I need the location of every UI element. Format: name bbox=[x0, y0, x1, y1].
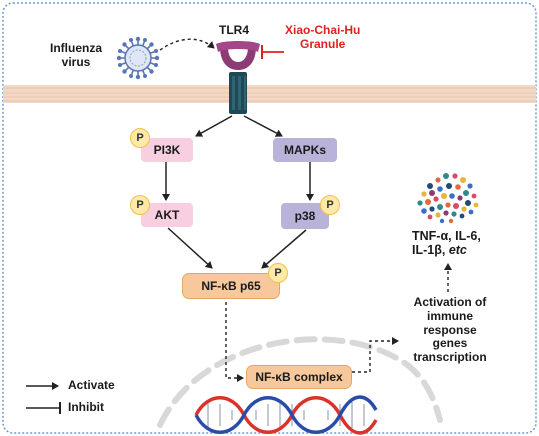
akt-to-nfkb-arrow bbox=[167, 227, 213, 269]
nfkb-complex-node: NF-κB complex bbox=[246, 365, 352, 389]
transcription-line2: immune bbox=[426, 308, 473, 323]
p38-to-nfkb-arrow bbox=[261, 229, 307, 269]
tlr4-receptor-icon bbox=[216, 41, 260, 114]
transcription-line1: Activation of bbox=[413, 295, 487, 309]
p65-to-complex-arrow bbox=[225, 302, 244, 382]
inhibitor-label-line1: Xiao-Chai-Hu bbox=[285, 23, 361, 37]
cytokines-line1: TNF-α, IL-6, bbox=[412, 229, 481, 243]
inhibitor-label-line2: Granule bbox=[299, 36, 346, 51]
virus-label-line1: Influenza bbox=[50, 41, 103, 55]
dna-helix-icon bbox=[194, 395, 378, 435]
legend-activate-label: Activate bbox=[68, 378, 115, 392]
nucleus-envelope bbox=[157, 336, 443, 428]
virus-to-tlr4-arrow bbox=[159, 38, 215, 51]
phosphate-badge-icon: P bbox=[130, 195, 150, 215]
pi3k-node: PI3K bbox=[141, 138, 193, 162]
transcription-line5: transcription bbox=[413, 350, 487, 365]
transcription-line4: genes bbox=[432, 336, 468, 351]
tlr4-to-pi3k-arrow bbox=[195, 115, 233, 137]
inhibitor-label: Xiao-Chai-Hu Granule bbox=[285, 23, 361, 52]
virus-icon bbox=[116, 36, 160, 80]
virus-label: Influenza virus bbox=[50, 41, 103, 70]
virus-label-line2: virus bbox=[61, 54, 91, 69]
transcription-label: Activation of immune response genes tran… bbox=[402, 295, 498, 365]
nfkb-p65-node: NF-κB p65 bbox=[182, 273, 280, 299]
legend-inhibit-label: Inhibit bbox=[68, 400, 104, 414]
phosphate-badge-icon: P bbox=[268, 263, 288, 283]
mapks-node: MAPKs bbox=[273, 138, 337, 162]
phosphate-badge-icon: P bbox=[320, 195, 340, 215]
p38-node: p38 bbox=[281, 203, 329, 229]
tlr4-label: TLR4 bbox=[219, 23, 249, 37]
cytokine-cluster-icon bbox=[417, 173, 479, 224]
tlr4-to-mapks-arrow bbox=[243, 115, 283, 137]
transcription-line3: response bbox=[423, 322, 477, 337]
complex-to-transcription-arrow bbox=[352, 337, 399, 373]
cell-membrane bbox=[3, 85, 536, 103]
cytokines-etc: etc bbox=[448, 243, 467, 258]
phosphate-badge-icon: P bbox=[130, 128, 150, 148]
cytokines-label: TNF-α, IL-6, IL-1β, etc bbox=[412, 229, 481, 258]
cytokines-line2-main: IL-1β, bbox=[412, 243, 449, 258]
cytokines-line2: IL-1β, etc bbox=[412, 243, 481, 257]
inhibit-xchg-line bbox=[261, 45, 284, 59]
legend-inhibit-symbol bbox=[26, 402, 61, 414]
